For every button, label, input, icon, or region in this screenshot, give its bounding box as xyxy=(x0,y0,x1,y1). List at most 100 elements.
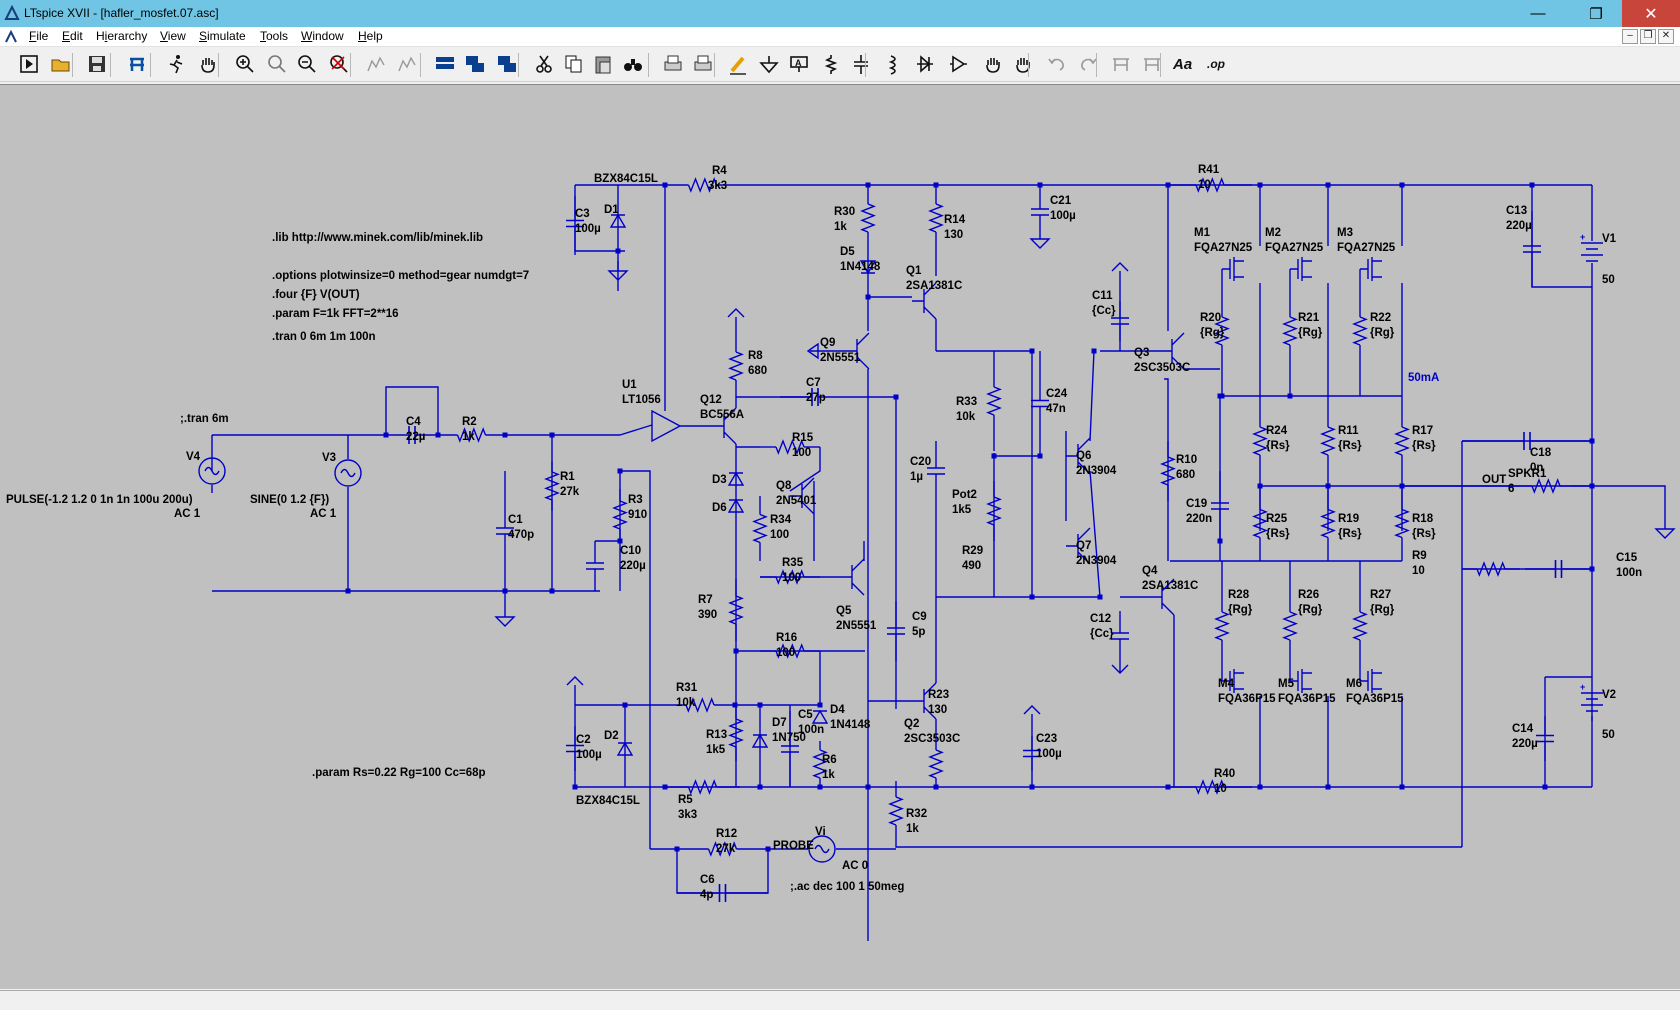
resistor-symbol[interactable] xyxy=(1160,456,1176,486)
schematic-drawing[interactable]: ++.lib http://www.minek.com/lib/minek.li… xyxy=(0,85,1680,990)
part-value-c4[interactable]: 22µ xyxy=(406,431,425,443)
part-value-u1[interactable]: LT1056 xyxy=(622,394,661,406)
transistor-symbol[interactable] xyxy=(790,477,815,515)
label-net-button[interactable]: A xyxy=(786,51,812,77)
spice-directive[interactable]: ;.ac dec 100 1 50meg xyxy=(790,881,904,893)
part-name-r6[interactable]: R6 xyxy=(822,754,837,766)
resistor-symbol[interactable] xyxy=(1214,611,1230,641)
copy-button[interactable] xyxy=(561,51,587,77)
mosfet-symbol[interactable] xyxy=(1360,257,1382,281)
diode-symbol[interactable] xyxy=(609,213,627,228)
part-value-m2[interactable]: FQA27N25 xyxy=(1265,242,1324,254)
part-value-c6[interactable]: 4p xyxy=(700,889,713,901)
wire[interactable] xyxy=(936,350,1033,598)
part-value-r1[interactable]: 27k xyxy=(560,486,580,498)
part-name-c24[interactable]: C24 xyxy=(1046,388,1068,400)
part-name-r30[interactable]: R30 xyxy=(834,206,855,218)
part-name-pot2[interactable]: Pot2 xyxy=(952,489,977,501)
ltspice-menu-icon[interactable] xyxy=(4,30,18,44)
part-value-r35[interactable]: 100 xyxy=(782,572,801,584)
resistor-symbol[interactable] xyxy=(775,439,805,455)
part-value-r7[interactable]: 390 xyxy=(698,609,717,621)
transistor-symbol[interactable] xyxy=(912,682,937,720)
resistor-symbol[interactable] xyxy=(1352,611,1368,641)
capacitor-button[interactable] xyxy=(848,51,874,77)
part-value-q3[interactable]: 2SC3503C xyxy=(1134,362,1190,374)
schematic-label[interactable]: V1 xyxy=(1602,233,1617,245)
part-value-r5[interactable]: 3k3 xyxy=(678,809,697,821)
find-button[interactable] xyxy=(620,51,646,77)
control-panel-button[interactable] xyxy=(124,51,150,77)
diode-symbol[interactable] xyxy=(811,709,829,724)
capacitor-symbol[interactable] xyxy=(1554,560,1563,578)
inductor-button[interactable] xyxy=(880,51,906,77)
capacitor-symbol[interactable] xyxy=(496,527,514,535)
battery-symbol[interactable] xyxy=(1581,692,1603,712)
spice-directive-button[interactable]: .op xyxy=(1204,51,1230,77)
resistor-symbol[interactable] xyxy=(1394,426,1410,456)
menu-view[interactable]: View xyxy=(160,29,186,43)
schematic-label[interactable]: AC 0 xyxy=(842,860,868,872)
part-name-u1[interactable]: U1 xyxy=(622,379,637,391)
resistor-symbol[interactable] xyxy=(728,718,744,748)
part-value-r19[interactable]: {Rs} xyxy=(1338,528,1362,540)
wire[interactable] xyxy=(676,849,769,894)
wire[interactable] xyxy=(1089,470,1101,598)
transistor-symbol[interactable] xyxy=(1066,437,1091,475)
resistor-symbol[interactable] xyxy=(687,779,718,795)
part-value-d5[interactable]: 1N4148 xyxy=(840,261,881,273)
resistor-symbol[interactable] xyxy=(1531,478,1561,494)
part-value-r8[interactable]: 680 xyxy=(748,365,767,377)
part-value-r3[interactable]: 910 xyxy=(628,509,647,521)
part-value-r23[interactable]: 130 xyxy=(928,704,947,716)
part-name-r26[interactable]: R26 xyxy=(1298,589,1319,601)
tile-windows-button[interactable] xyxy=(432,51,458,77)
spice-directive[interactable]: ;.tran 6m xyxy=(180,413,229,425)
part-value-c2[interactable]: 100µ xyxy=(576,749,602,761)
part-value-q9[interactable]: 2N5551 xyxy=(820,352,861,364)
part-name-r7[interactable]: R7 xyxy=(698,594,713,606)
part-name-r9[interactable]: R9 xyxy=(1412,550,1427,562)
part-name-d6[interactable]: D6 xyxy=(712,502,727,514)
part-value-r27[interactable]: {Rg} xyxy=(1370,604,1395,616)
part-name-c23[interactable]: C23 xyxy=(1036,733,1057,745)
resistor-symbol[interactable] xyxy=(986,496,1002,526)
part-value-r33[interactable]: 10k xyxy=(956,411,976,423)
part-value-r29[interactable]: 490 xyxy=(962,560,981,572)
part-name-r2[interactable]: R2 xyxy=(462,416,477,428)
part-name-r21[interactable]: R21 xyxy=(1298,312,1320,324)
resistor-symbol[interactable] xyxy=(1252,508,1268,539)
part-value-c11[interactable]: {Cc} xyxy=(1092,305,1116,317)
capacitor-symbol[interactable] xyxy=(927,467,945,475)
menu-hierarchy[interactable]: Hierarchy xyxy=(96,29,148,43)
undo-button[interactable] xyxy=(1044,51,1070,77)
maximize-button[interactable]: ❐ xyxy=(1589,5,1603,23)
part-name-r20[interactable]: R20 xyxy=(1200,312,1221,324)
part-name-r23[interactable]: R23 xyxy=(928,689,949,701)
schematic-label[interactable]: AC 1 xyxy=(174,508,201,520)
part-value-m4[interactable]: FQA36P15 xyxy=(1218,693,1276,705)
part-value-r9[interactable]: 10 xyxy=(1412,565,1425,577)
part-name-q7[interactable]: Q7 xyxy=(1076,540,1091,552)
part-value-r16[interactable]: 100 xyxy=(776,647,795,659)
part-name-r25[interactable]: R25 xyxy=(1266,513,1288,525)
part-name-r24[interactable]: R24 xyxy=(1266,425,1288,437)
capacitor-symbol[interactable] xyxy=(1111,317,1129,325)
part-value-c15[interactable]: 100n xyxy=(1616,567,1642,579)
part-name-r14[interactable]: R14 xyxy=(944,214,966,226)
part-name-c10[interactable]: C10 xyxy=(620,545,641,557)
part-value-q4[interactable]: 2SA1381C xyxy=(1142,580,1198,592)
wire[interactable] xyxy=(348,386,439,436)
part-name-m5[interactable]: M5 xyxy=(1278,678,1295,690)
resistor-symbol[interactable] xyxy=(1252,426,1268,456)
resistor-symbol[interactable] xyxy=(1195,779,1225,795)
transistor-symbol[interactable] xyxy=(845,332,870,370)
resistor-symbol[interactable] xyxy=(1352,316,1368,346)
resistor-button[interactable] xyxy=(818,51,844,77)
zoom-area-button[interactable] xyxy=(264,51,290,77)
part-name-q8[interactable]: Q8 xyxy=(776,480,792,492)
part-name-c14[interactable]: C14 xyxy=(1512,723,1534,735)
menu-help[interactable]: Help xyxy=(358,29,383,43)
capacitor-symbol[interactable] xyxy=(781,745,799,753)
spice-directive[interactable]: .tran 0 6m 1m 100n xyxy=(272,331,376,343)
